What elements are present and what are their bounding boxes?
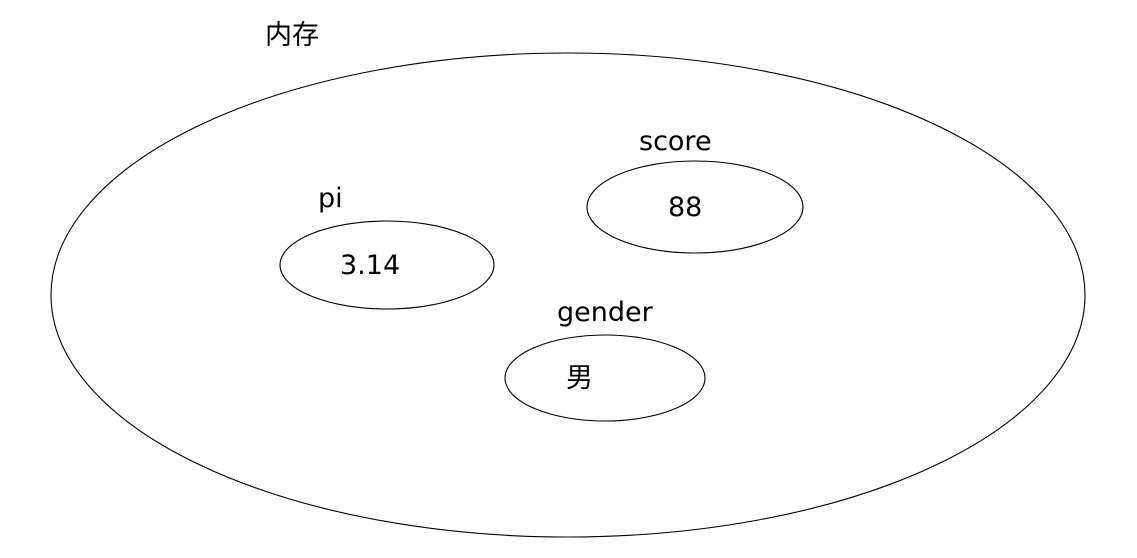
variable-label-gender: gender	[557, 297, 653, 328]
memory-title-label: 内存	[265, 20, 319, 51]
memory-container-ellipse	[50, 52, 1086, 538]
variable-ellipse-gender	[504, 334, 706, 422]
variable-value-score: 88	[668, 192, 703, 223]
variable-label-score: score	[639, 126, 712, 157]
variable-ellipse-score	[586, 160, 804, 254]
variable-value-gender: 男	[566, 363, 593, 394]
variable-label-pi: pi	[318, 183, 343, 214]
variable-ellipse-pi	[279, 220, 495, 310]
variable-value-pi: 3.14	[340, 250, 401, 281]
